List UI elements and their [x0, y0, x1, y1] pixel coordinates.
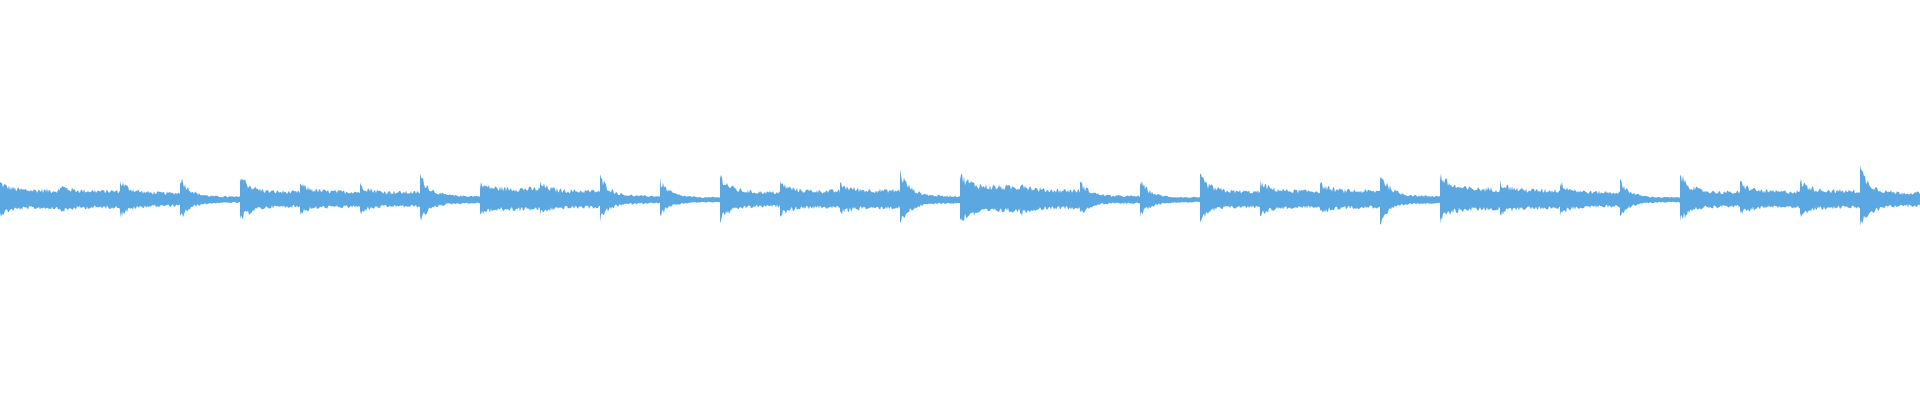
waveform-segment: [1800, 179, 1860, 218]
waveform-segment: [1200, 173, 1260, 222]
waveform-segment: [180, 178, 240, 218]
waveform-segment: [1080, 181, 1140, 213]
waveform-segment: [660, 177, 720, 217]
waveform-segment: [540, 181, 600, 216]
waveform-segment: [420, 173, 480, 222]
waveform-segment: [1440, 173, 1500, 224]
waveform-segment: [1560, 181, 1620, 217]
waveform-segment: [1860, 165, 1920, 227]
waveform-segment: [1260, 179, 1320, 217]
waveform-segment: [360, 182, 420, 215]
waveform-segment: [900, 169, 960, 223]
waveform-segment: [1680, 174, 1740, 222]
waveform-segment: [1620, 179, 1680, 217]
waveform-segment: [600, 173, 660, 223]
waveform-segment: [1320, 181, 1380, 213]
waveform-segment: [840, 182, 900, 215]
waveform-segment: [240, 178, 300, 220]
waveform-segment: [1740, 181, 1800, 215]
waveform-segment: [960, 173, 1020, 221]
waveform-segment: [1500, 179, 1560, 217]
waveform-baseline: [0, 199, 1920, 201]
waveform-segment: [480, 182, 540, 215]
